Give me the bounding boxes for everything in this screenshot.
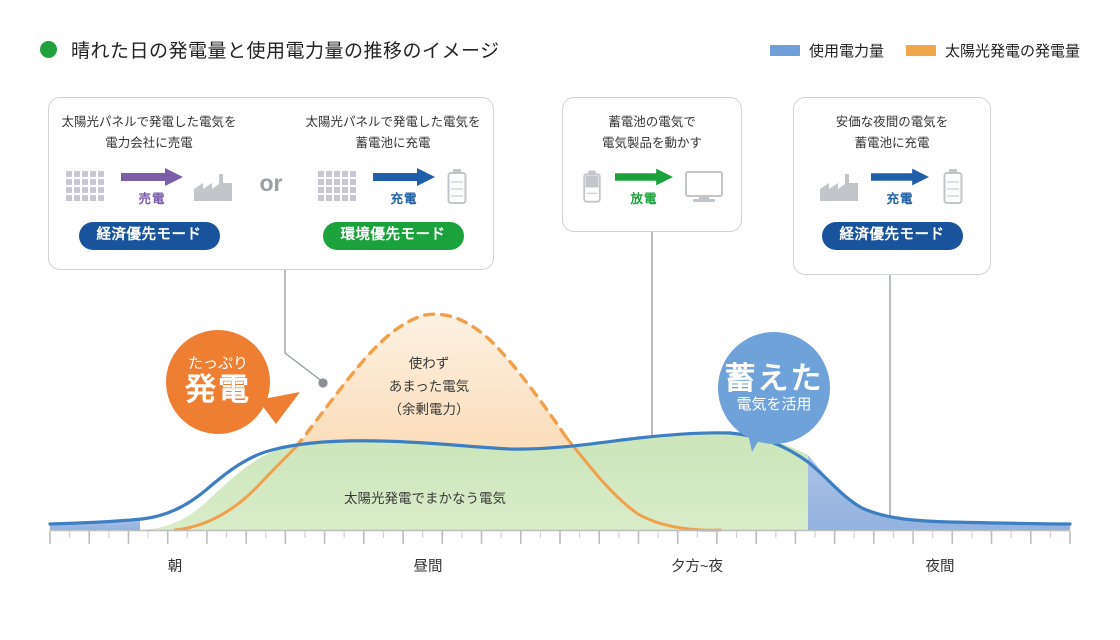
page-title-text: 晴れた日の発電量と使用電力量の推移のイメージ xyxy=(71,41,500,62)
arrow-right-icon xyxy=(615,168,673,186)
bubble-generation-small: たっぷり xyxy=(187,355,248,373)
area-grid-morning xyxy=(50,519,140,530)
battery-half-icon xyxy=(583,170,601,203)
legend-item-solar: 太陽光発電の発電量 xyxy=(905,40,1080,61)
panel-night-arrow-label: 充電 xyxy=(886,191,914,206)
bubble-stored: 蓄えた 電気を活用 xyxy=(718,332,830,444)
bubble-stored-big: 蓄えた xyxy=(724,361,824,397)
arrow-right-icon xyxy=(121,167,183,186)
legend-label-usage: 使用電力量 xyxy=(808,43,884,60)
panel-discharge-text-line2: 電気製品を動かす xyxy=(601,135,702,150)
panel-charge-text-line2: 蓄電池に充電 xyxy=(355,135,431,150)
arrow-right-icon xyxy=(373,167,435,186)
panel-night-text-line1: 安価な夜間の電気を xyxy=(835,115,949,129)
legend-label-solar: 太陽光発電の発電量 xyxy=(944,43,1080,60)
axis-label-evening: 夕方~夜 xyxy=(671,559,723,575)
area-self-consumption xyxy=(140,432,808,530)
surplus-note-line3: （余剰電力） xyxy=(388,402,470,418)
legend-swatch-orange-icon xyxy=(905,45,936,56)
panel-sell-text-line1: 太陽光パネルで発電した電気を xyxy=(61,115,237,129)
solar-panel-icon xyxy=(66,171,104,202)
battery-icon xyxy=(943,169,963,205)
leader-dot-night xyxy=(885,517,895,527)
usage-curve xyxy=(48,431,1072,526)
solar-panel-icon xyxy=(318,171,356,202)
chart-legend: 使用電力量 太陽光発電の発電量 xyxy=(769,40,1080,61)
panel-night-text-line2: 蓄電池に充電 xyxy=(854,135,930,150)
panel-charge-arrow-label: 充電 xyxy=(390,191,418,206)
solar-curve-solid-left xyxy=(173,445,298,532)
panel-sell: 太陽光パネルで発電した電気を 電力会社に売電 xyxy=(49,98,249,269)
surplus-note: 使わず あまった電気 （余剰電力） xyxy=(364,352,494,422)
panel-sell-arrow-label: 売電 xyxy=(138,191,166,206)
factory-icon xyxy=(194,174,232,202)
axis-ticks xyxy=(49,531,1071,544)
battery-icon xyxy=(447,169,467,205)
panel-night-diagram: 充電 xyxy=(819,163,965,211)
legend-swatch-blue-icon xyxy=(769,45,800,56)
panel-discharge-arrow-group: 放電 xyxy=(611,168,677,207)
panel-discharge-diagram: 放電 xyxy=(581,163,723,211)
panel-charge: 太陽光パネルで発電した電気を 蓄電池に充電 xyxy=(293,98,493,269)
arrow-right-icon xyxy=(871,168,929,186)
surplus-note-line1: 使わず xyxy=(408,356,450,371)
surplus-note-line2: あまった電気 xyxy=(388,379,470,395)
panel-sell-text-line2: 電力会社に売電 xyxy=(105,135,193,150)
panel-charge-diagram: 充電 xyxy=(317,163,469,211)
panel-night-arrow-group: 充電 xyxy=(867,168,933,207)
callout-box-sell-or-charge[interactable]: 太陽光パネルで発電した電気を 電力会社に売電 xyxy=(48,97,494,270)
page-title: 晴れた日の発電量と使用電力量の推移のイメージ xyxy=(40,36,500,63)
bubble-generation: たっぷり 発電 xyxy=(166,330,270,434)
panel-charge-text-line1: 太陽光パネルで発電した電気を xyxy=(305,115,481,129)
badge-economy-mode-2[interactable]: 経済優先モード xyxy=(821,222,963,250)
leader-dot-surplus xyxy=(318,378,328,388)
bullet-dot-icon xyxy=(40,41,57,58)
axis-label-morning: 朝 xyxy=(167,559,183,575)
solar-supply-note-text: 太陽光発電でまかなう電気 xyxy=(344,491,506,506)
or-separator: or xyxy=(259,170,283,196)
solar-supply-note: 太陽光発電でまかなう電気 xyxy=(300,487,550,510)
badge-economy-mode-1[interactable]: 経済優先モード xyxy=(78,222,220,250)
panel-sell-arrow-group: 売電 xyxy=(119,167,185,207)
callout-box-discharge[interactable]: 蓄電池の電気で 電気製品を動かす 放電 xyxy=(562,97,742,232)
monitor-icon xyxy=(685,171,723,203)
panel-charge-arrow-group: 充電 xyxy=(371,167,437,207)
axis-label-daytime: 昼間 xyxy=(413,559,443,575)
panel-night-charge: 安価な夜間の電気を 蓄電池に充電 充電 xyxy=(794,98,990,274)
panel-discharge-arrow-label: 放電 xyxy=(630,191,658,206)
legend-item-usage: 使用電力量 xyxy=(769,40,884,61)
area-grid-night xyxy=(808,455,1070,530)
factory-icon xyxy=(820,174,858,202)
panel-discharge-text-line1: 蓄電池の電気で xyxy=(608,115,696,129)
axis-label-night: 夜間 xyxy=(925,559,955,575)
panel-sell-diagram: 売電 xyxy=(65,163,233,211)
callout-box-night-charge[interactable]: 安価な夜間の電気を 蓄電池に充電 充電 xyxy=(793,97,991,275)
bubble-generation-big: 発電 xyxy=(185,371,251,407)
solar-curve-solid-right xyxy=(564,435,722,532)
panel-discharge: 蓄電池の電気で 電気製品を動かす 放電 xyxy=(563,98,741,231)
green-left-mask xyxy=(140,519,205,531)
leader-dot-discharge xyxy=(647,461,657,471)
bubble-stored-small: 電気を活用 xyxy=(736,396,812,414)
badge-eco-mode[interactable]: 環境優先モード xyxy=(322,222,464,250)
